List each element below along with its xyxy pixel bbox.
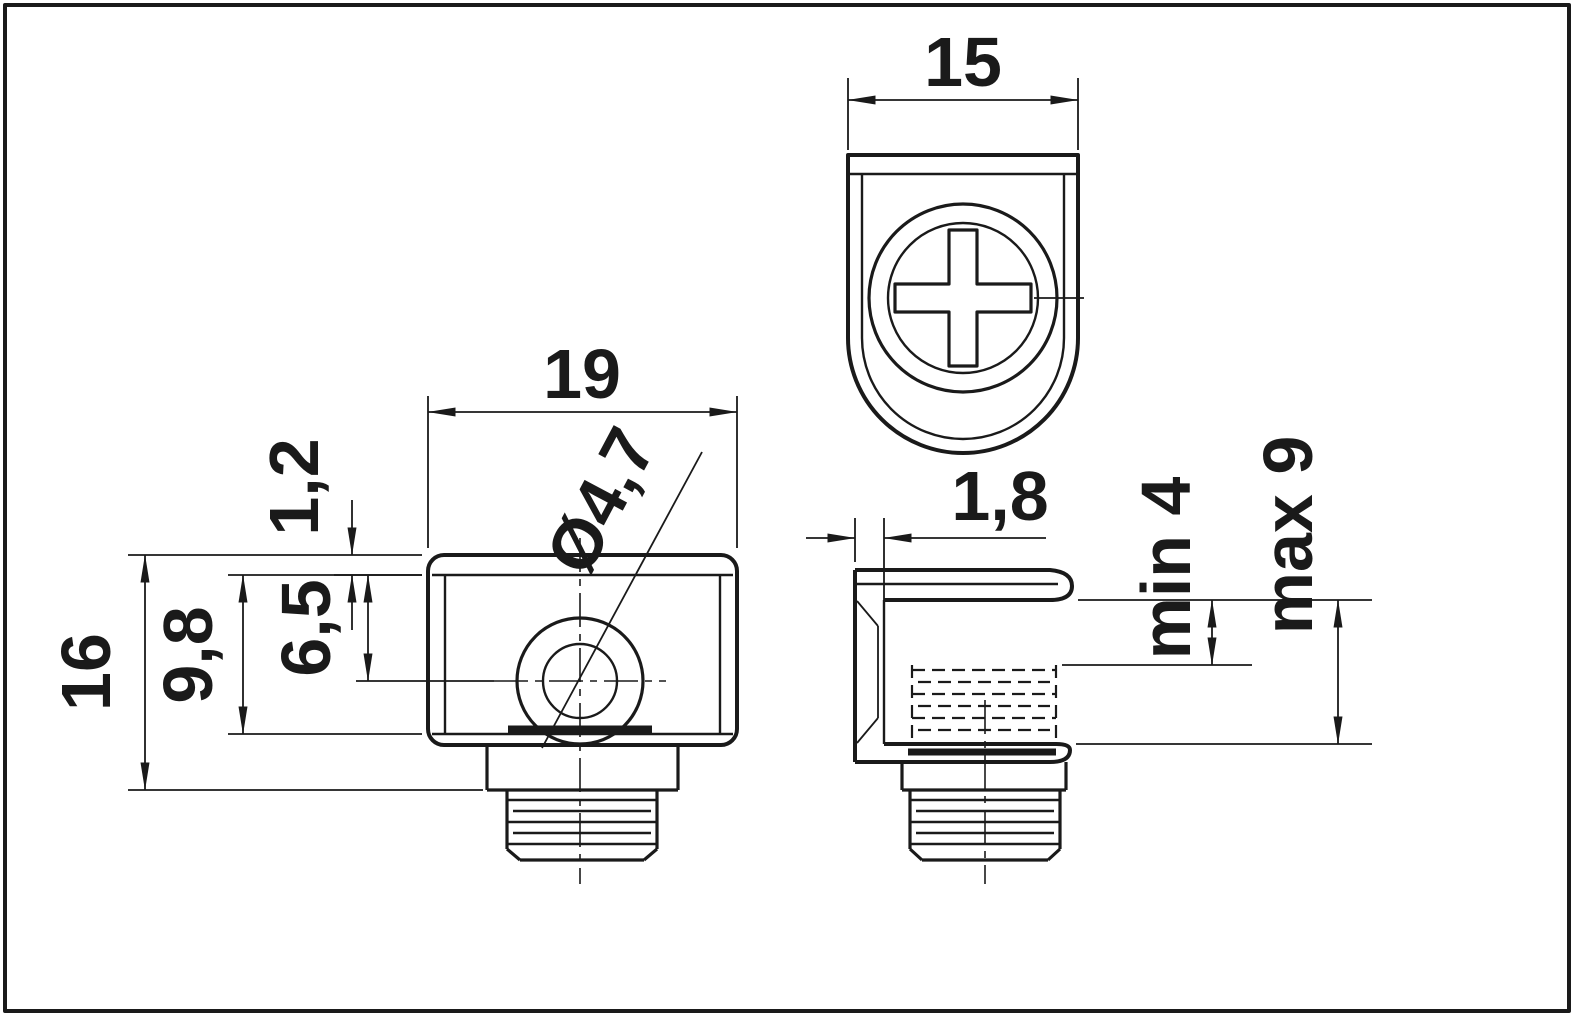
dim-label-min-4: min 4 xyxy=(1127,477,1205,660)
leader-line xyxy=(541,451,703,749)
dim-label-19: 19 xyxy=(543,335,621,413)
dim-label-15: 15 xyxy=(924,23,1002,101)
stud-chamfer xyxy=(1046,847,1062,862)
body-outline xyxy=(426,553,739,747)
dim-label-9-8: 9,8 xyxy=(149,606,227,703)
dim-label-max-9: max 9 xyxy=(1249,436,1327,634)
front-view xyxy=(846,153,1084,455)
dim-inner-height: 9,8 xyxy=(149,574,422,735)
stud-chamfer xyxy=(505,847,522,862)
front-inner-contour xyxy=(860,174,1066,441)
bevel-line xyxy=(856,717,879,744)
dim-top-wall: 1,2 xyxy=(255,438,422,630)
front-outline xyxy=(846,153,1080,455)
dim-back-wall: 1,8 xyxy=(806,457,1049,604)
phillips-cross-icon xyxy=(893,228,1033,368)
dim-max-clamp: max 9 xyxy=(1076,436,1372,745)
dim-min-clamp: min 4 xyxy=(1062,477,1372,666)
dim-label-16: 16 xyxy=(47,633,125,711)
bevel-line xyxy=(856,600,879,627)
bottom-arm-outline xyxy=(855,742,1072,764)
side-view xyxy=(426,538,739,884)
border-frame xyxy=(3,3,1571,1013)
dim-front-width: 15 xyxy=(847,23,1079,150)
dim-label-1-2: 1,2 xyxy=(255,438,333,535)
screw-head-outer xyxy=(867,202,1059,394)
screw-head-inner xyxy=(886,221,1040,375)
dim-label-1-8: 1,8 xyxy=(951,457,1048,535)
dim-hole-diameter: Ø4,7 xyxy=(531,415,703,749)
stud-chamfer xyxy=(908,847,924,862)
stud-chamfer xyxy=(642,847,659,862)
top-arm-outline xyxy=(855,568,1074,602)
dim-label-6-5: 6,5 xyxy=(267,579,345,676)
dim-hole-offset: 6,5 xyxy=(267,574,494,682)
dim-body-width: 19 xyxy=(427,335,738,548)
dim-overall-height: 16 xyxy=(47,554,483,791)
profile-view xyxy=(853,568,1074,884)
dim-label-hole-dia: Ø4,7 xyxy=(531,415,671,586)
